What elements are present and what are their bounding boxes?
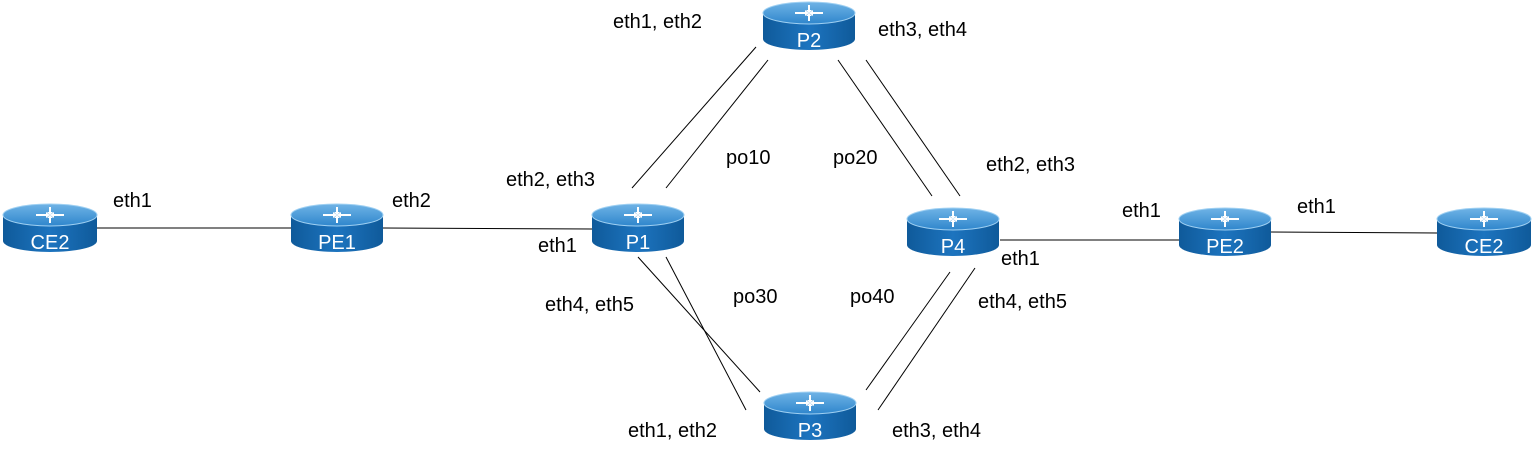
port-label-pe2-eth1-right: eth1 — [1297, 196, 1336, 218]
bundle-label-po40: po40 — [850, 286, 895, 308]
port-label-p1-eth4-eth5: eth4, eth5 — [545, 294, 634, 316]
routers: CE2 PE1 P1 P2 P3 — [2, 1, 1532, 442]
link-p1-p2-a — [631, 46, 757, 189]
router-label: PE1 — [318, 232, 356, 254]
router-label: CE2 — [1465, 236, 1504, 258]
link-p2-p4-a — [837, 59, 933, 197]
link-p1-p2-b — [665, 59, 769, 189]
port-label-pe2-eth1-left: eth1 — [1122, 200, 1161, 222]
link-p2-p4-b — [865, 59, 961, 197]
router-label: P3 — [798, 420, 822, 442]
router-pe2[interactable]: PE2 — [1178, 207, 1272, 258]
port-label-ce2-eth1: eth1 — [113, 190, 152, 212]
router-label: P4 — [941, 236, 965, 258]
port-label-p2-eth1-eth2: eth1, eth2 — [613, 11, 702, 33]
port-label-p4-eth1: eth1 — [1001, 248, 1040, 270]
link-p3-p4-a — [865, 271, 951, 391]
links — [96, 46, 1439, 411]
bundle-label-po20: po20 — [833, 147, 878, 169]
port-label-p4-eth4-eth5: eth4, eth5 — [978, 291, 1067, 313]
router-p3[interactable]: P3 — [763, 391, 857, 442]
bundle-label-po10: po10 — [726, 147, 771, 169]
port-label-p2-eth3-eth4: eth3, eth4 — [878, 19, 967, 41]
router-ce2-left[interactable]: CE2 — [2, 203, 98, 254]
port-label-p3-eth3-eth4: eth3, eth4 — [892, 420, 981, 442]
link-p1-p3-a — [637, 256, 761, 393]
router-ce2-right[interactable]: CE2 — [1436, 207, 1532, 258]
link-p3-p4-b — [877, 267, 976, 411]
router-label: PE2 — [1206, 236, 1244, 258]
link-p1-p3-b — [665, 256, 747, 411]
bundle-label-po30: po30 — [733, 286, 778, 308]
router-p4[interactable]: P4 — [906, 207, 1000, 258]
link-pe2-ce2 — [1269, 231, 1439, 234]
router-p2[interactable]: P2 — [762, 1, 856, 52]
port-label-p1-eth1: eth1 — [538, 235, 577, 257]
port-label-p3-eth1-eth2: eth1, eth2 — [628, 420, 717, 442]
port-label-pe1-eth2: eth2 — [392, 190, 431, 212]
router-p1[interactable]: P1 — [591, 203, 685, 254]
router-label: CE2 — [31, 232, 70, 254]
link-pe1-p1 — [382, 227, 594, 230]
port-label-p4-eth2-eth3: eth2, eth3 — [986, 154, 1075, 176]
router-label: P1 — [626, 232, 650, 254]
port-label-p1-eth2-eth3: eth2, eth3 — [506, 169, 595, 191]
router-label: P2 — [797, 30, 821, 52]
router-pe1[interactable]: PE1 — [290, 203, 384, 254]
